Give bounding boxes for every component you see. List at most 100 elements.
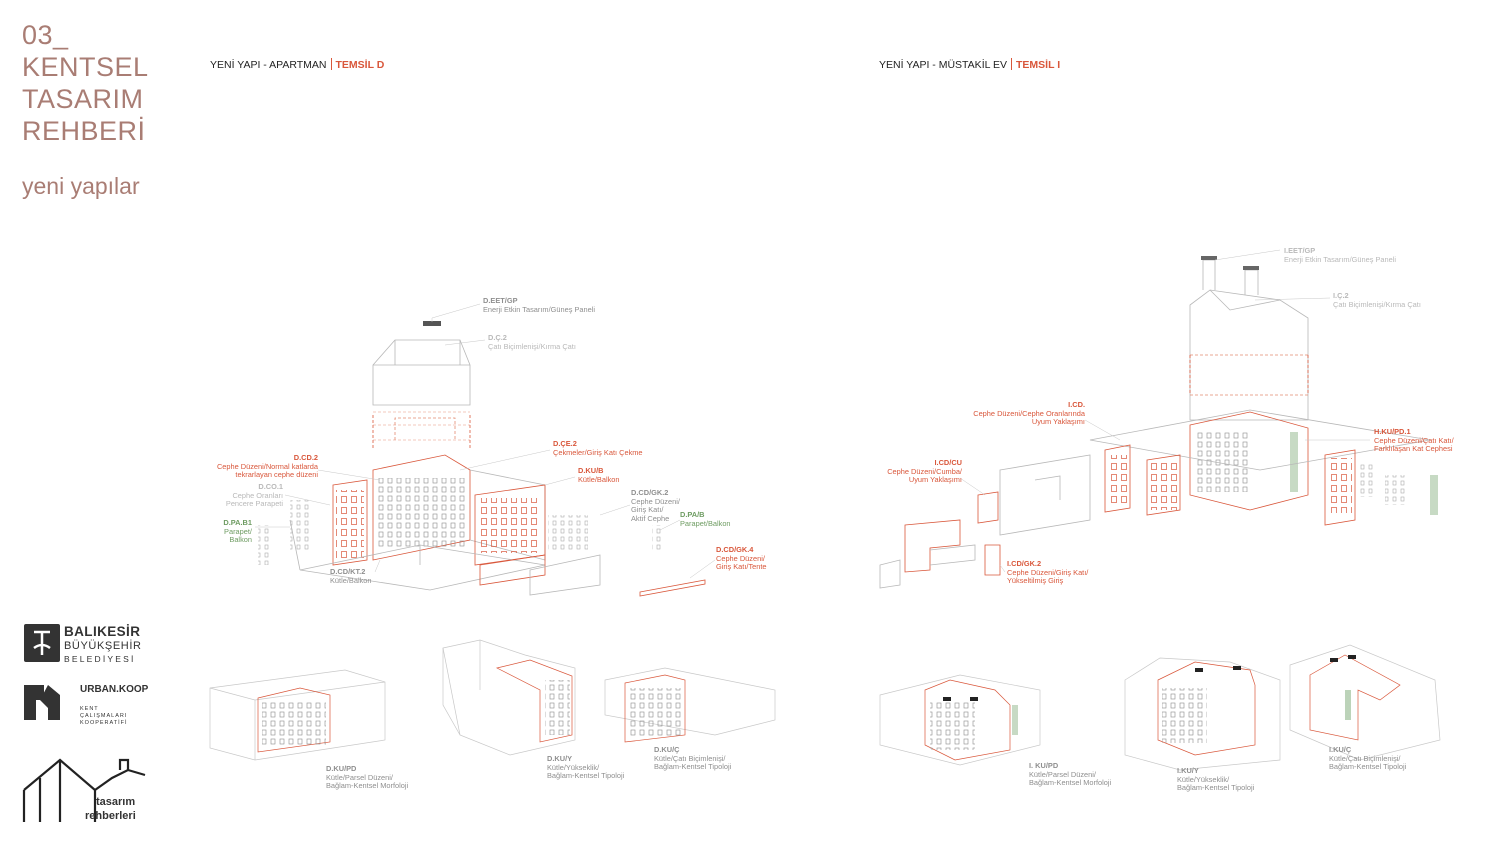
- label-d-ku-c: D.KU/Ç Kütle/Çatı Biçimlenişi/ Bağlam-Ke…: [654, 745, 731, 772]
- tasarim-name-line2: rehberleri: [85, 810, 136, 822]
- label-desc: Parapet/Balkon: [680, 518, 731, 528]
- label-desc: Bağlam-Kentsel Tipoloji: [1177, 783, 1255, 793]
- label-code: D.EET/GP: [483, 296, 518, 305]
- label-desc: Cephe Düzeni/Cumba/: [887, 466, 962, 476]
- label-desc: Pencere Parapeti: [225, 499, 283, 509]
- label-code: D.KU/Y: [547, 754, 573, 763]
- label-code: D.KU/PD: [326, 764, 357, 773]
- label-code: D.CD/GK.4: [716, 545, 754, 554]
- house-diagram: [879, 249, 1438, 589]
- label-d-ku-pd: D.KU/PD Kütle/Parsel Düzeni/ Bağlam-Kent…: [326, 764, 409, 791]
- urban-sub-line: ÇALIŞMALARI: [80, 713, 128, 719]
- label-desc: Uyum Yaklaşımı: [908, 475, 962, 485]
- chapter-number: 03_: [22, 20, 69, 50]
- label-d-ce2: D.ÇE.2 Çekmeler/Giriş Katı Çekme: [553, 439, 643, 457]
- label-code: I.CD.: [1068, 400, 1085, 409]
- label-desc: Kütle/Parsel Düzeni/: [326, 772, 393, 782]
- label-desc: Cephe Düzeni/Normal katlarda: [216, 461, 318, 471]
- apartment-diagram: [255, 303, 716, 597]
- tasarim-logo-mark: [22, 758, 146, 822]
- label-code: I. KU/PD: [1029, 761, 1059, 770]
- chapter-title-line3: REHBERİ: [22, 116, 146, 146]
- label-desc: Yükseltilmiş Giriş: [1007, 576, 1064, 586]
- section-header-house: YENİ YAPI - MÜSTAKİL EV TEMSİL I: [879, 58, 1060, 71]
- label-h-ku-pd1: H.KU/PD.1 Cephe Düzeni/Çatı Katı/ Farklı…: [1374, 427, 1454, 454]
- label-i-eet-gp: I.EET/GP Enerji Etkin Tasarım/Güneş Pane…: [1284, 246, 1396, 264]
- label-code: H.KU/PD.1: [1374, 427, 1411, 436]
- label-d-eet-gp: D.EET/GP Enerji Etkin Tasarım/Güneş Pane…: [483, 296, 596, 314]
- label-desc: Cephe Düzeni/: [716, 553, 765, 563]
- label-desc: Kütle/Parsel Düzeni/: [1029, 769, 1096, 779]
- label-d-pa-b: D.PA/B Parapet/Balkon: [680, 510, 731, 528]
- label-d-cd2: D.CD.2 Cephe Düzeni/Normal katlarda tekr…: [190, 453, 318, 480]
- label-code: D.PA/B: [680, 510, 705, 519]
- label-code: D.CD.2: [293, 453, 318, 462]
- label-desc: Çatı Biçimlenişi/Kırma Çatı: [488, 341, 576, 351]
- label-desc: Çatı Biçimlenişi/Kırma Çatı: [1333, 299, 1421, 309]
- label-code: I.CD/GK.2: [1007, 559, 1042, 568]
- municipality-logo-mark: [24, 624, 60, 662]
- label-i-c2: I.Ç.2 Çatı Biçimlenişi/Kırma Çatı: [1333, 291, 1421, 309]
- label-i-cd-gk2: I.CD/GK.2 Cephe Düzeni/Giriş Katı/ Yükse…: [1007, 559, 1089, 586]
- label-d-cd-kt2: D.CD/KT.2 Kütle/Balkon: [330, 567, 372, 585]
- thumbnails-house: [879, 644, 1441, 771]
- label-desc: Cephe Düzeni/Cephe Oranlarında: [973, 408, 1085, 418]
- label-desc: Balkon: [229, 535, 252, 545]
- label-desc: Çekmeler/Giriş Katı Çekme: [553, 447, 643, 457]
- label-code: D.PA.B1: [223, 518, 252, 527]
- municipality-name-line3: BELEDİYESİ: [64, 654, 136, 664]
- urban-koop-subtitle: KENT ÇALIŞMALARI KOOPERATİFİ: [80, 706, 128, 727]
- label-i-cd: I.CD. Cephe Düzeni/Cephe Oranlarında Uyu…: [950, 400, 1085, 427]
- section-code: TEMSİL I: [1015, 59, 1061, 71]
- tasarim-name-line1: tasarım: [96, 796, 136, 808]
- municipality-name-line2: BÜYÜKŞEHİR: [64, 640, 142, 652]
- label-i-ku-c: I.KU/Ç Kütle/Çatı Biçimlenişi/ Bağlam-Ke…: [1329, 745, 1407, 772]
- label-desc: Kütle/Yükseklik/: [547, 762, 600, 772]
- label-d-co1: D.CO.1 Cephe Oranları Pencere Parapeti: [200, 482, 283, 509]
- label-d-c2: D.Ç.2 Çatı Biçimlenişi/Kırma Çatı: [488, 333, 576, 351]
- label-code: I.KU/Ç: [1329, 745, 1352, 754]
- label-d-cd-gk2: D.CD/GK.2 Cephe Düzeni/ Giriş Katı/ Akti…: [631, 488, 680, 523]
- label-desc: Cephe Düzeni/Giriş Katı/: [1007, 567, 1089, 577]
- label-code: D.CD/KT.2: [330, 567, 366, 576]
- label-code: I.CD/CU: [934, 458, 962, 467]
- label-d-ku-b: D.KU/B Kütle/Balkon: [578, 466, 620, 484]
- urban-koop-logo-mark: [24, 685, 60, 720]
- section-title: YENİ YAPI - APARTMAN: [210, 59, 327, 71]
- label-code: I.Ç.2: [1333, 291, 1349, 300]
- label-desc: Kütle/Çatı Biçimlenişi/: [654, 753, 726, 763]
- label-desc: Cephe Düzeni/Çatı Katı/: [1374, 435, 1454, 445]
- label-d-cd-gk4: D.CD/GK.4 Cephe Düzeni/ Giriş Katı/Tente: [716, 545, 767, 572]
- label-desc: Giriş Katı/Tente: [716, 562, 767, 572]
- label-desc: Bağlam-Kentsel Morfoloji: [326, 781, 409, 791]
- label-i-ku-pd: I. KU/PD Kütle/Parsel Düzeni/ Bağlam-Ken…: [1029, 761, 1111, 788]
- label-code: D.KU/B: [578, 466, 604, 475]
- label-desc: Giriş Katı/: [631, 505, 664, 515]
- label-code: I.KU/Y: [1177, 766, 1199, 775]
- label-d-ku-y: D.KU/Y Kütle/Yükseklik/ Bağlam-Kentsel T…: [547, 754, 625, 781]
- label-code: D.CO.1: [258, 482, 283, 491]
- section-title: YENİ YAPI - MÜSTAKİL EV: [879, 59, 1007, 71]
- label-desc: Bağlam-Kentsel Tipoloji: [547, 771, 625, 781]
- label-desc: Enerji Etkin Tasarım/Güneş Paneli: [483, 304, 596, 314]
- label-desc: Bağlam-Kentsel Tipoloji: [1329, 762, 1407, 772]
- chapter-title-line2: TASARIM: [22, 84, 144, 114]
- label-code: D.KU/Ç: [654, 745, 680, 754]
- label-desc: Parapet/: [224, 526, 252, 536]
- label-i-ku-y: I.KU/Y Kütle/Yükseklik/ Bağlam-Kentsel T…: [1177, 766, 1255, 793]
- label-desc: tekrarlayan cephe düzeni: [235, 470, 318, 480]
- label-code: I.EET/GP: [1284, 246, 1316, 255]
- label-desc: Kütle/Balkon: [330, 575, 372, 585]
- urban-koop-name: URBAN.KOOP: [80, 684, 149, 695]
- label-code: D.Ç.2: [488, 333, 507, 342]
- label-desc: Farklılaşan Kat Cephesi: [1374, 444, 1453, 454]
- label-desc: Cephe Düzeni/: [631, 496, 680, 506]
- label-i-cd-cu: I.CD/CU Cephe Düzeni/Cumba/ Uyum Yaklaşı…: [870, 458, 962, 485]
- label-desc: Kütle/Çatı Biçimlenişi/: [1329, 753, 1401, 763]
- section-code: TEMSİL D: [335, 59, 385, 71]
- thumbnails-apartment: [209, 639, 776, 761]
- label-desc: Cephe Oranları: [232, 490, 283, 500]
- urban-sub-line: KOOPERATİFİ: [80, 720, 128, 726]
- label-desc: Kütle/Balkon: [578, 474, 620, 484]
